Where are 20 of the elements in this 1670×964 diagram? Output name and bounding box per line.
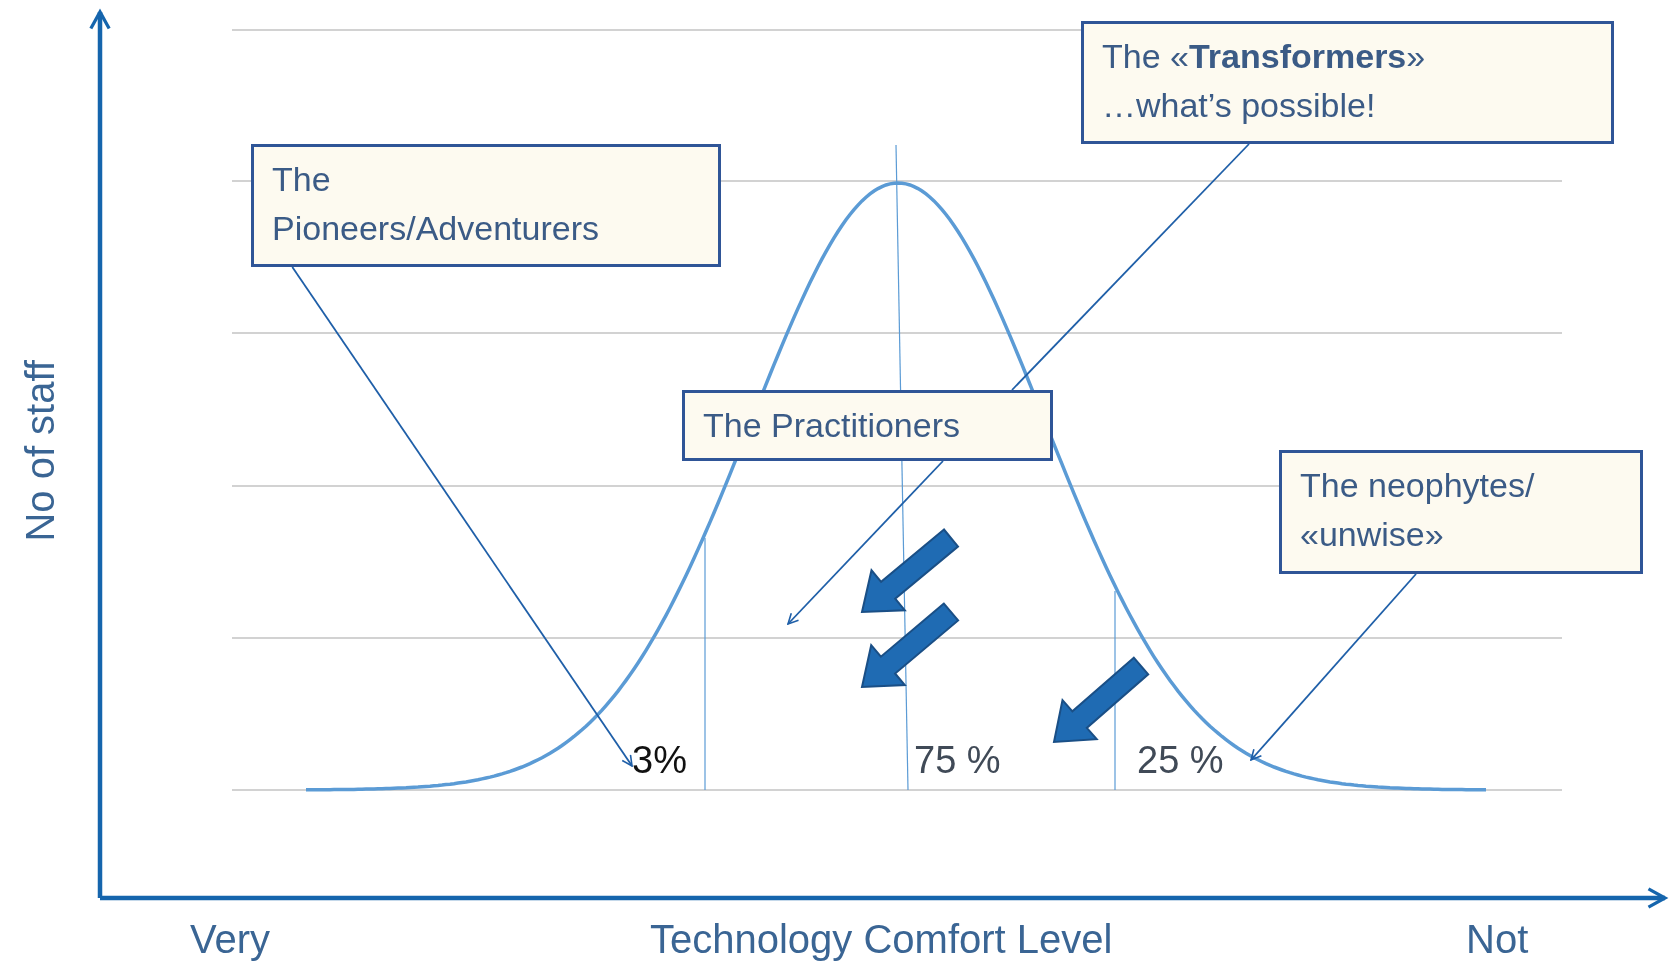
axis-title: Technology Comfort Level — [650, 917, 1113, 961]
axis-label: Very — [190, 917, 271, 961]
label-box — [251, 144, 721, 267]
percent-label: 75 % — [914, 740, 1001, 782]
box-text: …what’s possible! — [1102, 85, 1377, 127]
leader-line — [1250, 573, 1417, 761]
axis-title: No of staff — [17, 360, 63, 542]
leader-line — [1011, 143, 1250, 391]
axis-label: Not — [1466, 917, 1529, 961]
percent-label: 3% — [632, 740, 687, 782]
box-text: The Practitioners — [703, 405, 961, 446]
leader-line — [291, 266, 633, 767]
box-text: The «Transformers» — [1102, 36, 1427, 77]
box-text: The Pioneers/Adventurers — [272, 159, 600, 250]
percent-label: 25 % — [1137, 740, 1251, 782]
label-box — [682, 390, 1053, 461]
label-box — [1081, 21, 1614, 144]
leader-line — [787, 460, 944, 625]
label-box — [1279, 450, 1643, 574]
box-text: The neophytes/ «unwise» — [1300, 465, 1536, 556]
